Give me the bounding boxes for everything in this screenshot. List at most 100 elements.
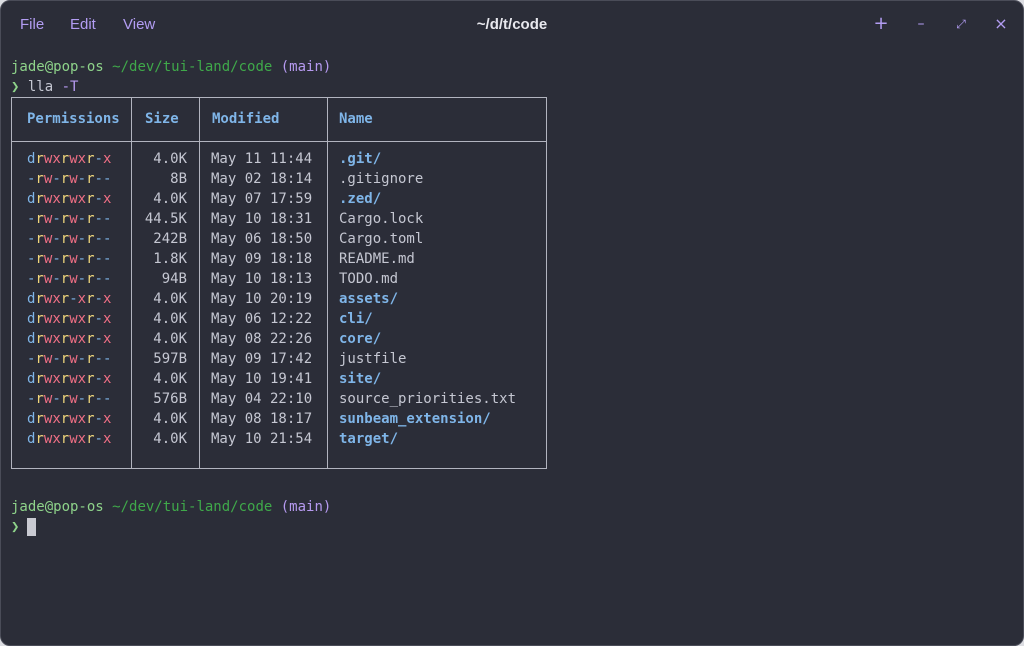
- col-divider: [327, 97, 328, 469]
- minimize-icon[interactable]: –: [917, 16, 925, 32]
- listing-table: Permissions Size Modified Name drwxrwxr-…: [11, 97, 547, 469]
- row-size: 94B: [161, 271, 187, 287]
- terminal-body[interactable]: jade@pop-os ~/dev/tui-land/code (main) ❯…: [11, 57, 1013, 635]
- window-title: ~/d/t/code: [476, 16, 548, 33]
- row-modified: May 06 18:50: [211, 231, 313, 247]
- header-divider: [11, 141, 547, 142]
- table-row: drwxrwxr-x 4.0K May 07 17:59 .zed/: [11, 189, 547, 209]
- row-size: 4.0K: [153, 411, 187, 427]
- col-divider: [199, 97, 200, 469]
- row-modified: May 04 22:10: [211, 391, 313, 407]
- col-divider: [131, 97, 132, 469]
- row-permissions: -rw-rw-r--: [27, 251, 112, 267]
- row-modified: May 10 20:19: [211, 291, 313, 307]
- row-modified: May 08 18:17: [211, 411, 313, 427]
- menu-view[interactable]: View: [123, 16, 156, 33]
- input-line[interactable]: ❯: [11, 517, 37, 537]
- prompt-line-1: jade@pop-os ~/dev/tui-land/code (main): [11, 57, 331, 77]
- maximize-icon[interactable]: ⤢: [956, 17, 966, 31]
- table-row: drwxrwxr-x 4.0K May 06 12:22 cli/: [11, 309, 547, 329]
- row-name: cli/: [339, 311, 373, 327]
- row-permissions: -rw-rw-r--: [27, 171, 112, 187]
- header-modified: Modified: [212, 111, 280, 127]
- table-border: [11, 97, 547, 469]
- row-size: 1.8K: [153, 251, 187, 267]
- row-modified: May 10 18:31: [211, 211, 313, 227]
- row-permissions: -rw-rw-r--: [27, 211, 112, 227]
- row-permissions: drwxrwxr-x: [27, 151, 112, 167]
- new-tab-icon[interactable]: +: [873, 13, 889, 34]
- prompt-path: ~/dev/tui-land/code: [112, 499, 273, 515]
- prompt-line-2: jade@pop-os ~/dev/tui-land/code (main): [11, 497, 331, 517]
- row-permissions: drwxrwxr-x: [27, 191, 112, 207]
- row-modified: May 09 17:42: [211, 351, 313, 367]
- table-row: drwxrwxr-x 4.0K May 11 11:44 .git/: [11, 149, 547, 169]
- table-row: -rw-rw-r-- 597B May 09 17:42 justfile: [11, 349, 547, 369]
- command-name: lla: [27, 79, 54, 95]
- row-permissions: drwxrwxr-x: [27, 371, 112, 387]
- row-size: 44.5K: [144, 211, 187, 227]
- row-permissions: -rw-rw-r--: [27, 231, 112, 247]
- row-name: source_priorities.txt: [339, 391, 517, 407]
- table-row: drwxr-xr-x 4.0K May 10 20:19 assets/: [11, 289, 547, 309]
- row-name: README.md: [339, 251, 415, 267]
- prompt-user: jade@pop-os: [11, 59, 104, 75]
- row-name: justfile: [339, 351, 407, 367]
- header-size: Size: [145, 111, 179, 127]
- row-name: .git/: [339, 151, 382, 167]
- table-row: -rw-rw-r-- 242B May 06 18:50 Cargo.toml: [11, 229, 547, 249]
- prompt-symbol: ❯: [11, 519, 20, 535]
- close-icon[interactable]: ×: [994, 14, 1008, 33]
- text-cursor: [27, 518, 37, 536]
- row-size: 4.0K: [153, 431, 187, 447]
- row-name: Cargo.toml: [339, 231, 424, 247]
- row-permissions: drwxrwxr-x: [27, 331, 112, 347]
- row-size: 4.0K: [153, 151, 187, 167]
- menu-file[interactable]: File: [20, 16, 45, 33]
- table-row: -rw-rw-r-- 44.5K May 10 18:31 Cargo.lock: [11, 209, 547, 229]
- row-name: sunbeam_extension/: [339, 411, 491, 427]
- row-permissions: drwxrwxr-x: [27, 411, 112, 427]
- row-modified: May 10 21:54: [211, 431, 313, 447]
- row-permissions: drwxrwxr-x: [27, 431, 112, 447]
- row-name: assets/: [339, 291, 399, 307]
- row-size: 242B: [153, 231, 187, 247]
- menu-edit[interactable]: Edit: [70, 16, 96, 33]
- row-size: 4.0K: [153, 371, 187, 387]
- row-name: core/: [339, 331, 382, 347]
- row-size: 4.0K: [153, 191, 187, 207]
- row-modified: May 10 18:13: [211, 271, 313, 287]
- row-permissions: drwxr-xr-x: [27, 291, 112, 307]
- row-modified: May 07 17:59: [211, 191, 313, 207]
- prompt-symbol: ❯: [11, 79, 20, 95]
- prompt-path: ~/dev/tui-land/code: [112, 59, 273, 75]
- row-modified: May 06 12:22: [211, 311, 313, 327]
- command-line: ❯ lla -T: [11, 77, 78, 97]
- row-name: .zed/: [339, 191, 382, 207]
- row-modified: May 11 11:44: [211, 151, 313, 167]
- row-size: 4.0K: [153, 291, 187, 307]
- row-size: 4.0K: [153, 311, 187, 327]
- row-size: 576B: [153, 391, 187, 407]
- row-name: Cargo.lock: [339, 211, 424, 227]
- prompt-user: jade@pop-os: [11, 499, 104, 515]
- row-modified: May 09 18:18: [211, 251, 313, 267]
- row-size: 597B: [153, 351, 187, 367]
- header-name: Name: [339, 111, 373, 127]
- title-bar: File Edit View ~/d/t/code + – ⤢ ×: [1, 1, 1023, 49]
- row-permissions: -rw-rw-r--: [27, 351, 112, 367]
- prompt-branch: (main): [280, 499, 332, 515]
- table-row: drwxrwxr-x 4.0K May 08 18:17 sunbeam_extens…: [11, 409, 547, 429]
- command-arg: -T: [61, 79, 79, 95]
- row-name: TODO.md: [339, 271, 399, 287]
- row-permissions: drwxrwxr-x: [27, 311, 112, 327]
- row-name: target/: [339, 431, 399, 447]
- row-name: .gitignore: [339, 171, 424, 187]
- row-modified: May 08 22:26: [211, 331, 313, 347]
- header-permissions: Permissions: [27, 111, 120, 127]
- row-modified: May 02 18:14: [211, 171, 313, 187]
